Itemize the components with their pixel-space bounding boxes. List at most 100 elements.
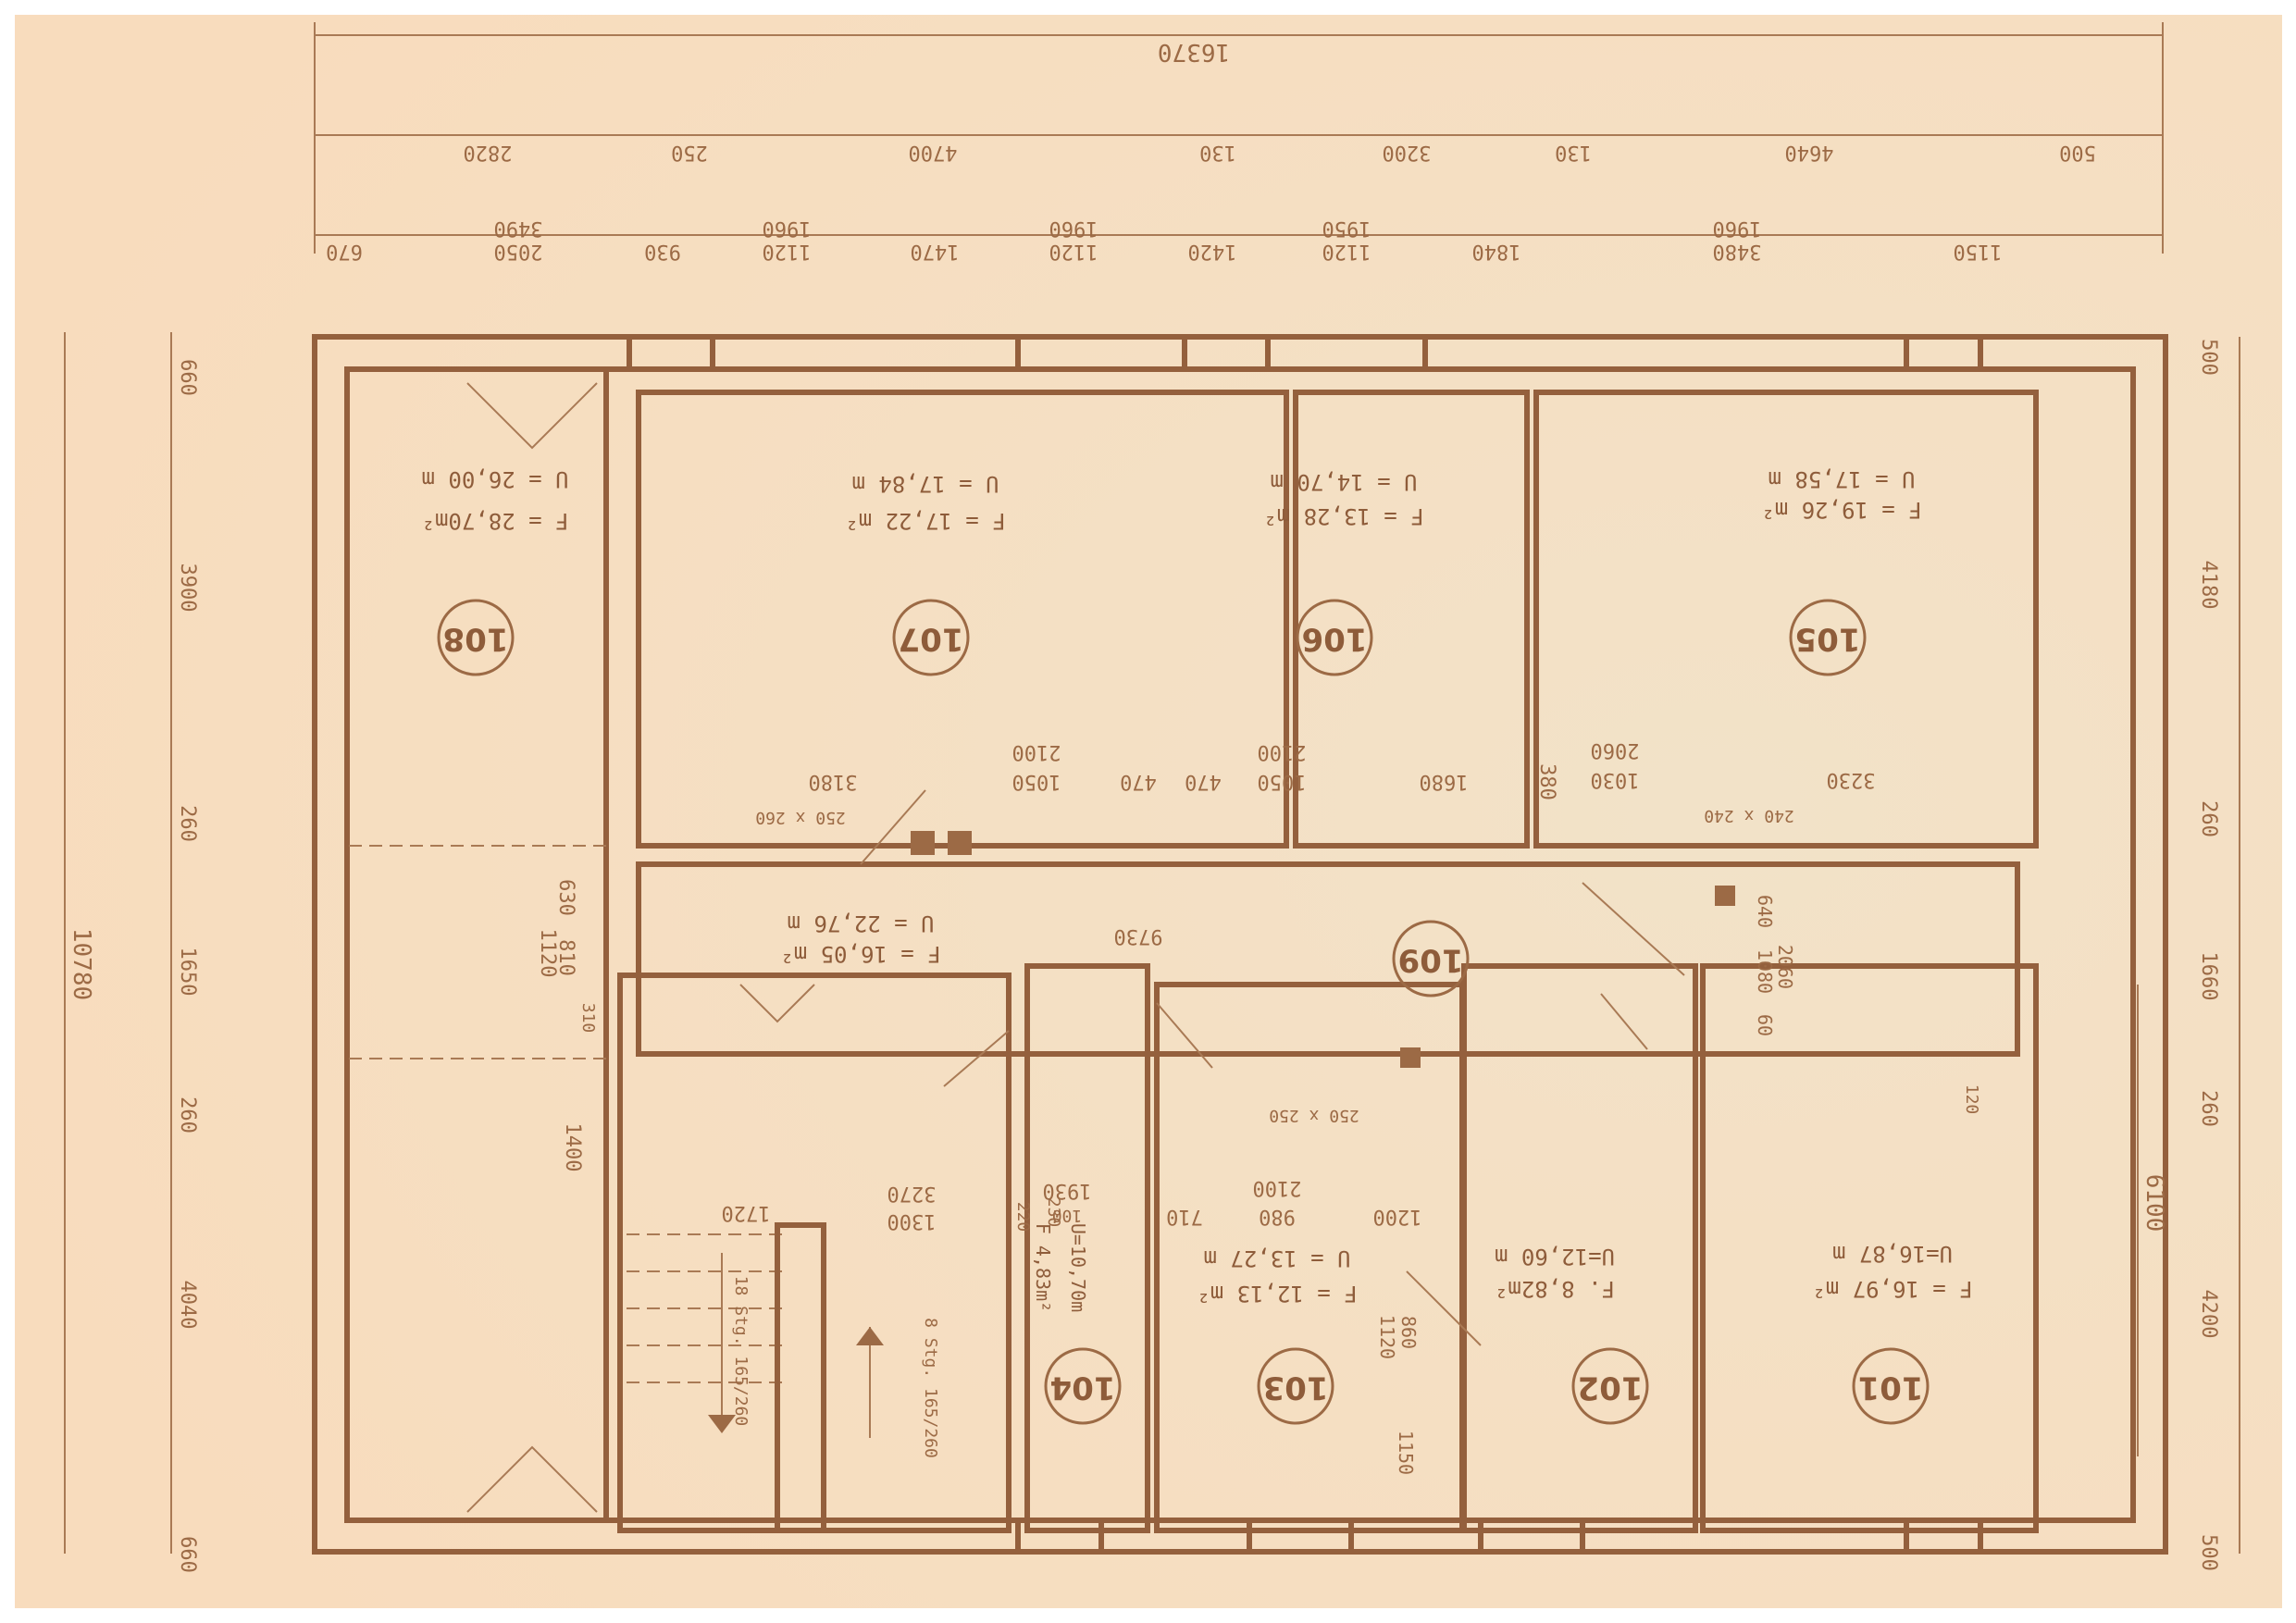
right-dimension-lines xyxy=(2137,337,2240,1554)
room-103-number: 103 xyxy=(1263,1369,1329,1406)
left-dimension-labels: 660 3900 260 1650 260 1400 4040 660 1078… xyxy=(68,359,584,1573)
window-niches xyxy=(627,337,1983,1552)
dim-row2-7: 1420 xyxy=(1188,240,1237,263)
lower-dim-11: 1200 xyxy=(1373,1205,1422,1228)
room-105-number: 105 xyxy=(1795,621,1861,658)
dim-right-1: 500 xyxy=(2197,339,2220,376)
dim-top-5: 3200 xyxy=(1383,141,1432,164)
stairs-a-label: 18 Stg. 165/260 xyxy=(731,1276,751,1427)
dim-left-3: 260 xyxy=(176,805,199,842)
dim-row2-sub-2: 1960 xyxy=(763,217,812,240)
dim-top-2: 250 xyxy=(671,141,708,164)
inner-dimension-labels: 3180 1050 2100 470 470 1050 2100 1680 38… xyxy=(536,738,1981,1475)
room-104-perimeter: U=10,70m xyxy=(1067,1223,1089,1312)
dim-left-7: 4040 xyxy=(176,1281,199,1330)
dim-left-6: 1400 xyxy=(561,1123,584,1172)
dim-overall-width: 16370 xyxy=(1158,38,1230,66)
room-102-perimeter: U=12,60 m xyxy=(1495,1244,1615,1270)
dim-107-c: 2100 xyxy=(1012,740,1061,763)
door-swings xyxy=(466,382,1685,1513)
room-101-number: 101 xyxy=(1858,1369,1924,1406)
dim-right-6: 4200 xyxy=(2197,1290,2220,1339)
right-dimension-labels: 500 4180 260 1660 260 4200 500 6100 xyxy=(2141,339,2220,1571)
room-labels: 108 F = 28,70m² U = 26,00 m 107 F = 17,2… xyxy=(422,466,1973,1406)
room-circles xyxy=(437,599,1930,1425)
dim-row2-sub-1: 3490 xyxy=(494,217,543,240)
dim-105-d: 3230 xyxy=(1827,768,1876,791)
corridor-left-c: 1120 xyxy=(536,929,559,978)
top-dimension-labels: 16370 2820 250 4700 130 3200 130 4640 50… xyxy=(326,38,2096,263)
dim-row2-6: 1120 xyxy=(1049,240,1098,263)
corridor-right-b: 1080 xyxy=(1754,949,1776,994)
dim-right-total: 6100 xyxy=(2141,1174,2168,1233)
left-dimension-lines xyxy=(64,332,172,1554)
dim-left-8: 660 xyxy=(176,1536,199,1573)
room-102-number: 102 xyxy=(1578,1369,1644,1406)
dim-right-2: 4180 xyxy=(2197,561,2220,610)
dim-106-d: 1680 xyxy=(1420,770,1469,793)
chimney-c-size: 250 x 250 xyxy=(1269,1106,1359,1125)
dim-row2-sub-4: 1950 xyxy=(1322,217,1371,240)
dim-107-a: 3180 xyxy=(809,770,858,793)
room-101-area: F = 16,97 m² xyxy=(1812,1276,1972,1302)
dim-row2-9: 1840 xyxy=(1472,240,1521,263)
lower-dim-7: 220 xyxy=(1013,1202,1033,1233)
dim-row2-10: 3480 xyxy=(1713,240,1762,263)
room-106-perimeter: U = 14,70 m xyxy=(1271,469,1418,495)
room-109-perimeter: U = 22,76 m xyxy=(788,911,935,936)
room-106-area: F = 13,28 m² xyxy=(1263,503,1423,529)
lower-dim-4: 1930 xyxy=(1043,1179,1092,1202)
dim-top-4: 130 xyxy=(1199,141,1236,164)
room-109-number: 109 xyxy=(1398,942,1464,979)
lower-dim-6: 230 xyxy=(1044,1197,1063,1228)
room-108-dashed xyxy=(347,845,606,1059)
dim-row2-1: 670 xyxy=(326,240,363,263)
lower-dim-8: 980 xyxy=(1259,1205,1296,1228)
dim-105-a: 380 xyxy=(1535,763,1558,800)
dim-top-1: 2820 xyxy=(464,141,513,164)
staircase xyxy=(620,1222,884,1533)
dim-row2-4: 1120 xyxy=(763,240,812,263)
dim-row2-sub-3: 1960 xyxy=(1049,217,1098,240)
lower-dim-9: 2100 xyxy=(1253,1176,1302,1199)
corridor-left-b: 810 xyxy=(554,939,577,976)
room-104-number: 104 xyxy=(1050,1369,1116,1406)
chimney-b-size: 240 x 240 xyxy=(1704,806,1794,825)
room-104-area: F 4,83m² xyxy=(1032,1223,1054,1312)
outer-walls xyxy=(312,334,2168,1555)
room-108-perimeter: U = 26,00 m xyxy=(422,466,569,492)
dim-left-1: 660 xyxy=(176,359,199,396)
room-107-perimeter: U = 17,84 m xyxy=(852,471,999,497)
dim-106-b: 1050 xyxy=(1258,770,1307,793)
dim-107-d: 470 xyxy=(1120,770,1157,793)
dim-right-5: 260 xyxy=(2197,1090,2220,1127)
corridor-left-a: 630 xyxy=(554,879,577,916)
chimneys xyxy=(911,831,1735,1068)
room-103-area: F = 12,13 m² xyxy=(1197,1281,1357,1307)
room-102-area: F. 8,82m² xyxy=(1495,1276,1615,1302)
dim-top-3: 4700 xyxy=(909,141,958,164)
dim-107-b: 1050 xyxy=(1012,770,1061,793)
room-103-door-a: 860 xyxy=(1397,1316,1420,1349)
dim-105-c: 2060 xyxy=(1591,738,1640,762)
room-108-area: F = 28,70m² xyxy=(422,508,569,534)
lower-dim-2: 1300 xyxy=(887,1209,937,1233)
dim-row2-3: 930 xyxy=(644,240,681,263)
dim-top-7: 4640 xyxy=(1785,141,1834,164)
dim-row2-11: 1150 xyxy=(1954,240,2003,263)
dim-left-total: 10780 xyxy=(68,928,95,1000)
room-106-number: 106 xyxy=(1302,621,1368,658)
dim-row2-5: 1470 xyxy=(911,240,960,263)
stairs-b-label: 8 Stg. 165/260 xyxy=(921,1318,940,1458)
lower-dim-3: 3270 xyxy=(887,1182,937,1205)
room-108-number: 108 xyxy=(443,621,509,658)
dim-left-5: 260 xyxy=(176,1096,199,1134)
dim-row2-sub-5: 1960 xyxy=(1713,217,1762,240)
room-109-area: F = 16,05 m² xyxy=(780,941,940,967)
dim-105-b: 1030 xyxy=(1591,768,1640,791)
dim-left-4: 1650 xyxy=(176,948,199,997)
dim-row2-8: 1120 xyxy=(1322,240,1371,263)
plan-rotated-group xyxy=(64,22,2240,1555)
corridor-right-a: 640 xyxy=(1754,895,1776,928)
